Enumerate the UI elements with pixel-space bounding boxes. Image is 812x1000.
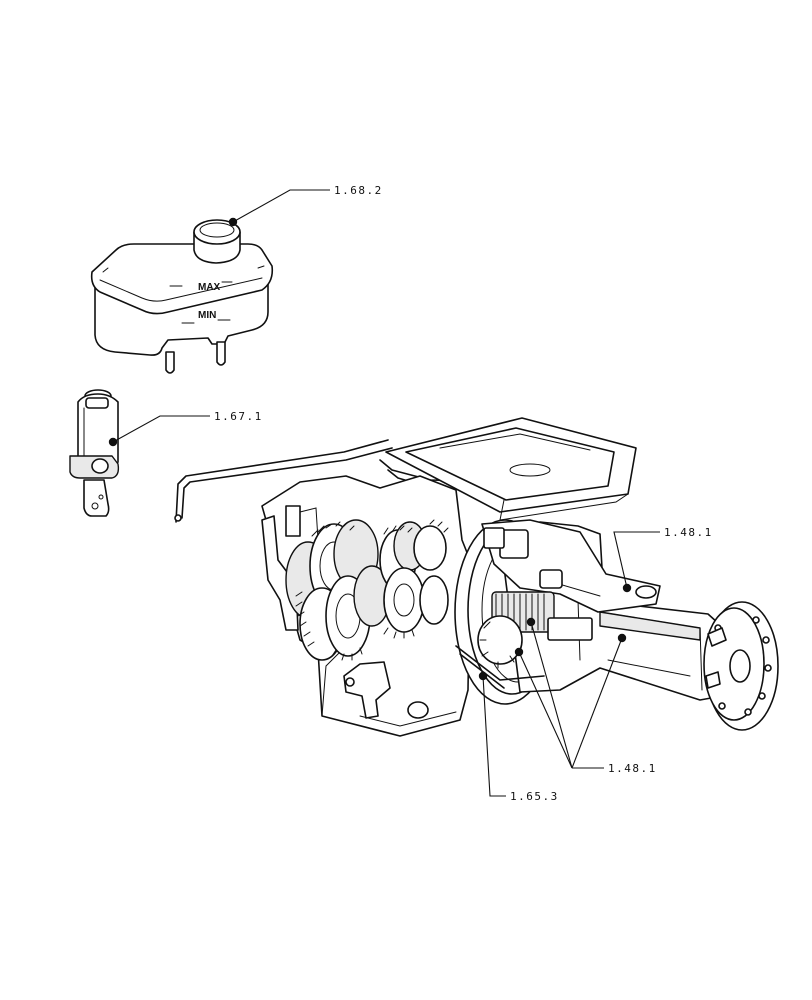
brake-fluid-reservoir: MAX MIN bbox=[90, 219, 274, 374]
callout-dot bbox=[514, 647, 524, 657]
transmission-housing bbox=[174, 417, 637, 737]
callout-label-reservoir: 1.68.2 bbox=[334, 184, 383, 197]
wheel-hub-flange bbox=[703, 601, 779, 731]
callout-dot bbox=[478, 671, 488, 681]
callout-master-cylinder: 1.67.1 bbox=[108, 410, 263, 447]
callout-label-final-drive-gears: 1.48.1 bbox=[608, 762, 657, 775]
callout-label-master-cylinder: 1.67.1 bbox=[214, 410, 263, 423]
reservoir-max-marking: MAX bbox=[198, 282, 221, 293]
callout-dot bbox=[526, 617, 536, 627]
brake-master-cylinder bbox=[69, 389, 120, 517]
gear-cluster bbox=[285, 519, 449, 661]
callout-label-brake-assembly: 1.65.3 bbox=[510, 790, 559, 803]
callout-dot bbox=[617, 633, 627, 643]
callout-brake-assembly: 1.65.3 bbox=[478, 671, 559, 803]
callout-final-drive-gears: 1.48.1 bbox=[514, 617, 657, 775]
final-drive-axle bbox=[454, 519, 779, 731]
callout-dot bbox=[622, 583, 632, 593]
callout-dot bbox=[228, 217, 238, 227]
callout-label-axle-housing: 1.48.1 bbox=[664, 526, 713, 539]
callout-dot bbox=[108, 437, 118, 447]
final-drive-gears bbox=[455, 591, 593, 689]
callout-axle-housing: 1.48.1 bbox=[613, 526, 713, 593]
reservoir-min-marking: MIN bbox=[198, 310, 216, 321]
callout-reservoir: 1.68.2 bbox=[228, 184, 383, 227]
